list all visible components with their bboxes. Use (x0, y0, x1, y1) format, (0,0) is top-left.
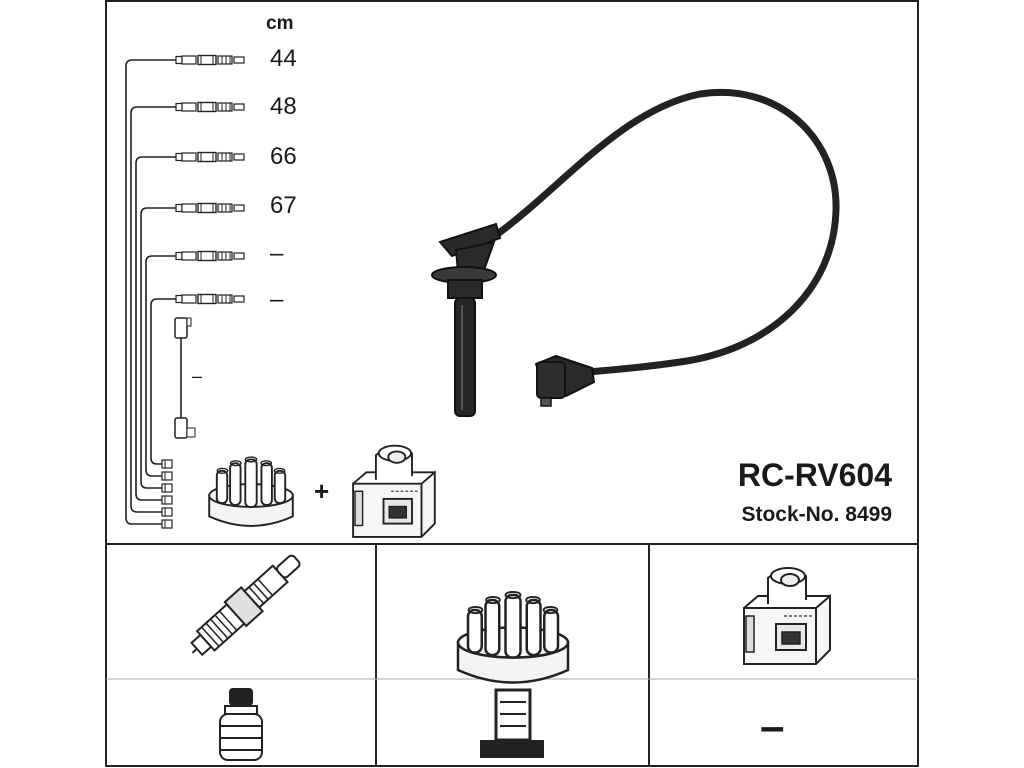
lead-set-schematic (125, 54, 245, 529)
ignition-coil-icon (743, 567, 831, 665)
lead-length-2: 48 (270, 93, 297, 120)
lead-length-4: 67 (270, 192, 297, 219)
distributor-cap-kit-icon (208, 456, 294, 527)
stock-number: Stock-No. 8499 (741, 503, 892, 526)
coil-lead-length: – (192, 366, 203, 386)
no-cable-kit-dash: – (760, 702, 785, 751)
spark-plug-icon (190, 554, 301, 657)
rotor-arm-icon (480, 688, 544, 758)
lead-length-3: 66 (270, 143, 297, 170)
product-code: RC-RV604 (737, 457, 892, 493)
ignition-coil-kit-icon (352, 444, 436, 538)
length-unit-label: cm (266, 13, 294, 34)
lead-length-1: 44 (270, 45, 297, 72)
lead-length-5: – (270, 240, 284, 267)
spark-plug-connector-icon (219, 688, 263, 761)
distributor-cap-icon (456, 590, 570, 684)
sheet-frames (105, 0, 919, 767)
plus-sign: + (314, 476, 330, 506)
ignition-cable-illustration (431, 89, 840, 417)
lead-length-6: – (270, 286, 284, 313)
